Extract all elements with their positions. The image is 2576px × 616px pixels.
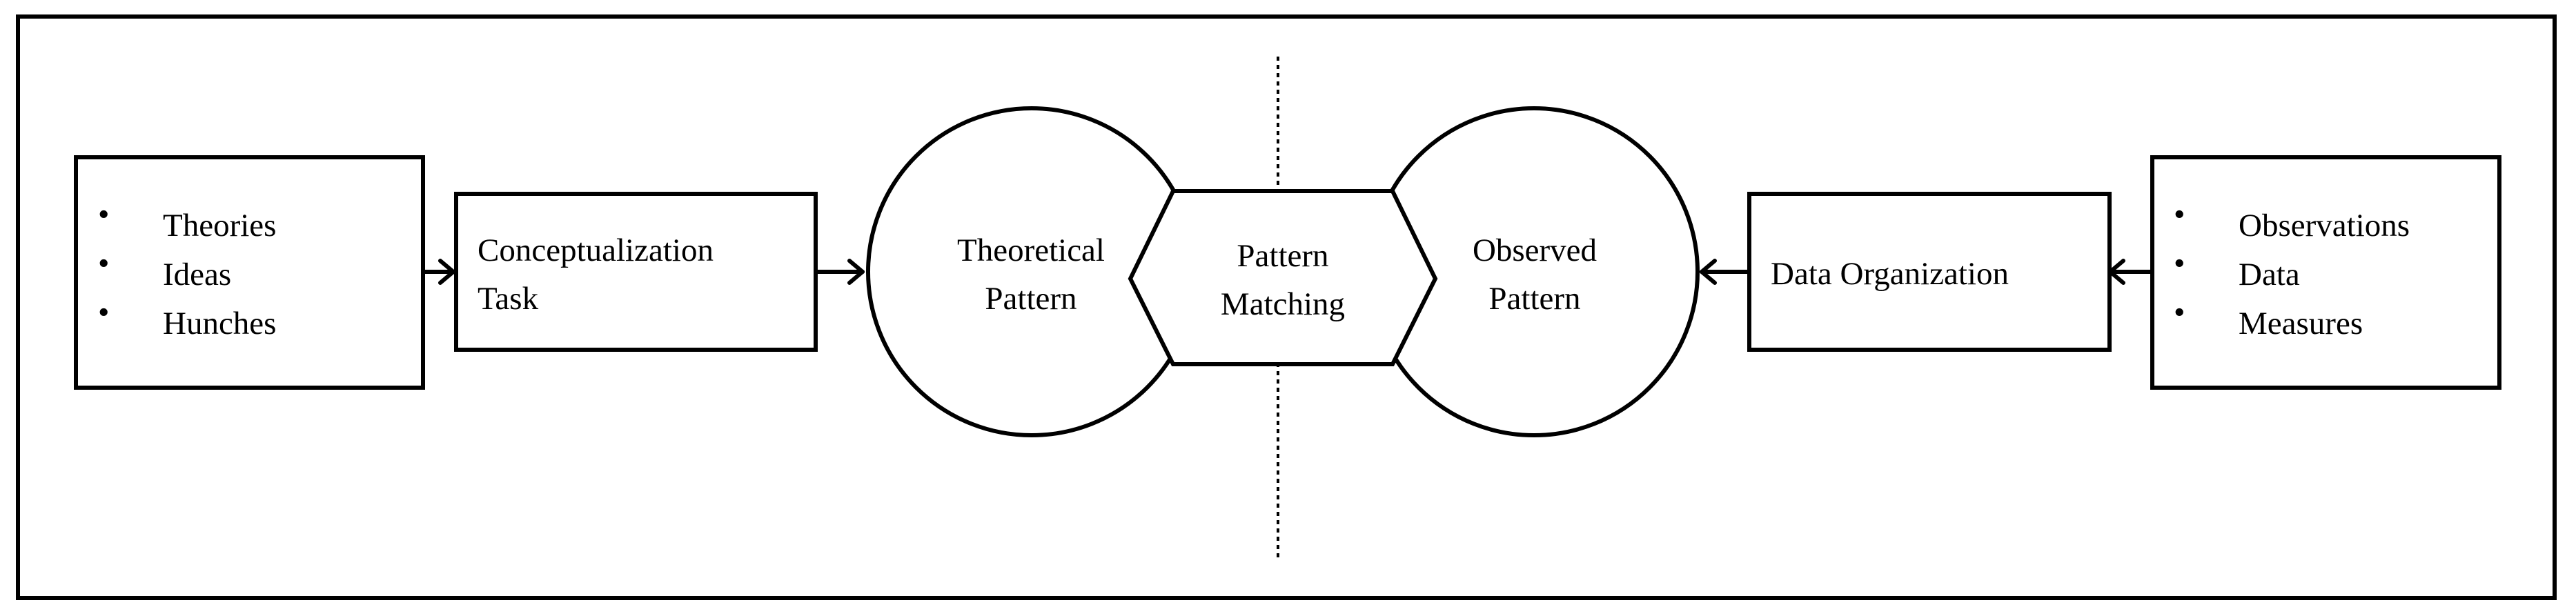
observed-pattern-label-line2: Pattern bbox=[1488, 281, 1580, 317]
left-list-item-ideas: Ideas bbox=[163, 257, 231, 292]
left-list-bullet: • bbox=[98, 246, 109, 281]
conceptualization-task-box: Conceptualization Task bbox=[454, 192, 818, 352]
right-list-bullet: • bbox=[2174, 246, 2185, 281]
right-list-item-measures: Measures bbox=[2239, 306, 2363, 341]
arrow-to-conceptualization bbox=[421, 259, 455, 285]
theoretical-pattern-label-line1: Theoretical bbox=[957, 232, 1105, 268]
right-list-bullet: • bbox=[2174, 295, 2185, 330]
pattern-matching-hexagon: Pattern Matching bbox=[1128, 189, 1438, 366]
pattern-matching-label-line2: Matching bbox=[1221, 286, 1345, 322]
arrow-to-theoretical-pattern bbox=[814, 259, 865, 285]
data-organization-box: Data Organization bbox=[1747, 192, 2112, 352]
pattern-matching-label-line1: Pattern bbox=[1237, 238, 1328, 274]
conceptualization-label-line2: Task bbox=[478, 281, 539, 317]
left-list-item-hunches: Hunches bbox=[163, 306, 276, 341]
right-list-box: • Observations • Data • Measures bbox=[2150, 155, 2501, 390]
theoretical-pattern-label-line2: Pattern bbox=[985, 281, 1076, 317]
outer-frame bbox=[16, 14, 2557, 600]
observed-pattern-label-line1: Observed bbox=[1473, 232, 1597, 268]
left-list-box: • Theories • Ideas • Hunches bbox=[74, 155, 425, 390]
left-list-bullet: • bbox=[98, 197, 109, 232]
right-list-item-data: Data bbox=[2239, 257, 2300, 292]
arrow-to-observed-pattern bbox=[1700, 259, 1750, 285]
data-organization-label: Data Organization bbox=[1771, 256, 2009, 292]
right-list-bullet: • bbox=[2174, 197, 2185, 232]
left-list-bullet: • bbox=[98, 295, 109, 330]
conceptualization-label-line1: Conceptualization bbox=[478, 232, 714, 268]
arrow-to-data-organization bbox=[2108, 259, 2154, 285]
left-list-item-theories: Theories bbox=[163, 208, 276, 244]
right-list-item-observations: Observations bbox=[2239, 208, 2410, 244]
